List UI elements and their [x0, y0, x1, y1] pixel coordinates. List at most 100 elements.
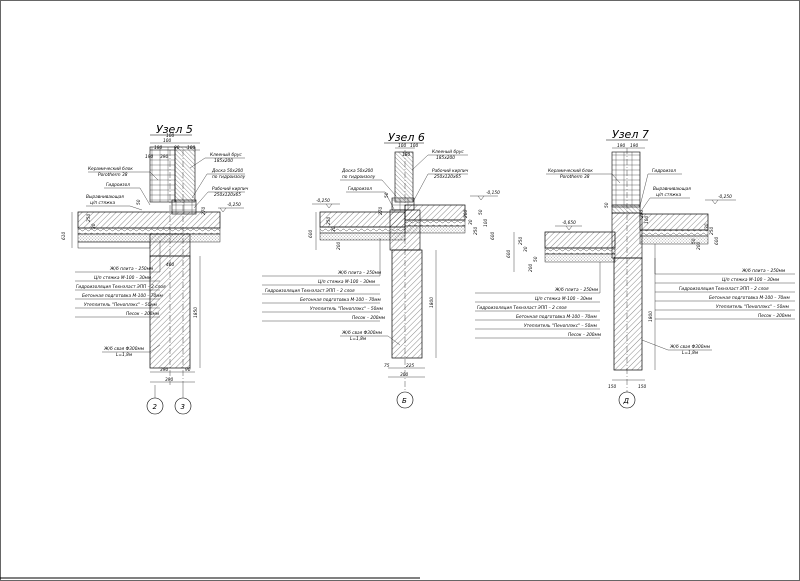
- svg-text:50: 50: [691, 238, 697, 244]
- node-5-axis-2: [146, 397, 164, 415]
- svg-text:Ж/б свая Ф300мм: Ж/б свая Ф300мм: [103, 346, 145, 352]
- svg-text:190: 190: [630, 143, 638, 149]
- svg-text:Porotherm 38: Porotherm 38: [560, 174, 590, 180]
- svg-text:Ц/п стяжка М-100 – 30мм: Ц/п стяжка М-100 – 30мм: [722, 277, 780, 283]
- svg-text:50: 50: [533, 256, 539, 262]
- svg-text:270: 270: [639, 210, 645, 218]
- svg-text:600: 600: [714, 237, 720, 245]
- svg-text:250х120х65: 250х120х65: [214, 192, 241, 198]
- svg-text:250: 250: [473, 227, 479, 235]
- node-6-title: Узел 6: [388, 131, 425, 144]
- svg-text:100: 100: [483, 219, 489, 227]
- svg-text:390: 390: [165, 377, 173, 383]
- svg-text:600: 600: [506, 250, 512, 258]
- node-5-timber-wall: [174, 146, 196, 203]
- node-6: Узел 6 100 100 180 Доска 50х200 по гидро…: [262, 131, 500, 409]
- svg-text:1850: 1850: [193, 307, 199, 318]
- svg-text:Доска 50х200: Доска 50х200: [341, 168, 373, 174]
- svg-text:Песок – 200мм: Песок – 200мм: [126, 311, 160, 317]
- svg-text:100: 100: [410, 143, 418, 149]
- svg-text:по гидроизолу: по гидроизолу: [212, 175, 246, 180]
- svg-text:Ж/б плита – 250мм: Ж/б плита – 250мм: [109, 266, 154, 272]
- svg-text:190: 190: [145, 154, 153, 160]
- node-7-slab-right: [639, 213, 709, 231]
- svg-text:180: 180: [402, 152, 410, 158]
- svg-text:50: 50: [384, 192, 390, 198]
- svg-text:Выравнивающая: Выравнивающая: [86, 194, 124, 200]
- svg-text:Клееный брус: Клееный брус: [210, 152, 242, 158]
- svg-text:Утеплитель "Пеноплэкс" – 50мм: Утеплитель "Пеноплэкс" – 50мм: [310, 306, 384, 312]
- svg-text:Ж/б плита – 250мм: Ж/б плита – 250мм: [554, 287, 599, 293]
- svg-text:Porotherm 38: Porotherm 38: [98, 172, 128, 178]
- svg-text:-0,250: -0,250: [316, 198, 330, 204]
- node-7-title: Узел 7: [612, 128, 649, 141]
- svg-text:30: 30: [331, 226, 337, 232]
- svg-text:Ц/п стяжка М-100 – 30мм: Ц/п стяжка М-100 – 30мм: [94, 275, 152, 281]
- node-7-pile: [613, 257, 643, 371]
- svg-text:Гидроизоляция Технэласт ЭПП –: Гидроизоляция Технэласт ЭПП – 2 слоя: [679, 286, 769, 292]
- svg-text:Бетонная подготовка М-100 – 70: Бетонная подготовка М-100 – 70мм: [516, 314, 598, 320]
- svg-text:200: 200: [528, 264, 534, 272]
- svg-text:1800: 1800: [648, 311, 654, 322]
- node-7: Узел 7 190 190 Керамический блок Porothe…: [475, 128, 795, 409]
- svg-text:270: 270: [201, 207, 207, 215]
- svg-text:Керамический блок: Керамический блок: [548, 168, 593, 174]
- node-5-ceramic-wall: [149, 146, 176, 203]
- svg-text:300: 300: [400, 372, 408, 378]
- svg-text:Б: Б: [402, 397, 407, 405]
- svg-text:Ц/п стяжка М-100 – 30мм: Ц/п стяжка М-100 – 30мм: [535, 296, 593, 302]
- node-5-axis-3: [174, 397, 192, 415]
- svg-text:225: 225: [406, 363, 414, 369]
- svg-text:Ж/б свая Ф300мм: Ж/б свая Ф300мм: [341, 330, 383, 336]
- svg-text:200: 200: [696, 242, 702, 250]
- svg-text:250: 250: [518, 237, 524, 245]
- svg-text:250х120х65: 250х120х65: [434, 174, 461, 180]
- svg-text:Рабочий кирпич: Рабочий кирпич: [432, 168, 469, 174]
- svg-text:185х200: 185х200: [436, 155, 455, 161]
- svg-text:180: 180: [154, 145, 162, 151]
- svg-text:30: 30: [91, 223, 97, 229]
- svg-text:Утеплитель "Пеноплэкс" – 50мм: Утеплитель "Пеноплэкс" – 50мм: [524, 323, 598, 329]
- svg-text:L=1,8м: L=1,8м: [116, 352, 133, 358]
- svg-text:190: 190: [617, 143, 625, 149]
- svg-text:Гидроизол: Гидроизол: [652, 168, 676, 174]
- svg-text:30: 30: [523, 246, 529, 252]
- svg-text:-0,150: -0,150: [486, 190, 500, 196]
- svg-text:-0,250: -0,250: [227, 202, 241, 208]
- svg-text:ц/п стяжка: ц/п стяжка: [656, 192, 681, 198]
- node-5: Узел 5 100 100 190 390 180 90 100 Керами…: [61, 123, 249, 415]
- svg-text:250: 250: [709, 227, 715, 235]
- svg-text:75: 75: [384, 363, 390, 369]
- node-5-slab: [77, 211, 221, 229]
- svg-text:L=1,8м: L=1,8м: [350, 336, 367, 342]
- node-6-layer-list: Ж/б плита – 250мм Ц/п стяжка М-100 – 30м…: [262, 238, 386, 322]
- svg-text:400: 400: [166, 262, 174, 268]
- svg-text:Ж/б свая Ф300мм: Ж/б свая Ф300мм: [669, 344, 711, 350]
- node-7-ceramic-wall: [611, 151, 641, 208]
- svg-text:-0,250: -0,250: [718, 194, 732, 200]
- svg-text:90: 90: [174, 145, 180, 151]
- node-7-axis-d: [618, 391, 636, 409]
- node-5-layer-list: Ж/б плита – 250мм Ц/п стяжка М-100 – 30м…: [75, 240, 166, 318]
- node-5-title: Узел 5: [156, 123, 193, 136]
- svg-text:100: 100: [187, 145, 195, 151]
- svg-text:50: 50: [136, 199, 142, 205]
- svg-text:200: 200: [463, 210, 469, 218]
- svg-text:Выравнивающая: Выравнивающая: [653, 186, 691, 192]
- svg-text:390: 390: [160, 154, 168, 160]
- svg-text:600: 600: [308, 230, 314, 238]
- svg-text:185х200: 185х200: [214, 158, 233, 164]
- node-6-axis-b: [396, 391, 414, 409]
- svg-text:ц/п стяжка: ц/п стяжка: [90, 200, 115, 206]
- svg-text:3: 3: [181, 403, 185, 411]
- node-7-layer-list-left: Ж/б плита – 250мм Ц/п стяжка М-100 – 30м…: [475, 262, 602, 339]
- svg-text:Бетонная подготовка М-100 – 70: Бетонная подготовка М-100 – 70мм: [82, 293, 164, 299]
- svg-text:Клееный брус: Клееный брус: [432, 149, 464, 155]
- svg-text:390: 390: [160, 367, 168, 373]
- svg-text:Гидроизоляция Технэласт ЭПП –: Гидроизоляция Технэласт ЭПП – 2 слоя: [76, 284, 166, 290]
- svg-text:Песок – 200мм: Песок – 200мм: [568, 332, 602, 338]
- svg-text:30: 30: [468, 219, 474, 225]
- svg-text:30: 30: [704, 223, 710, 229]
- svg-text:Гидроизол: Гидроизол: [348, 186, 372, 192]
